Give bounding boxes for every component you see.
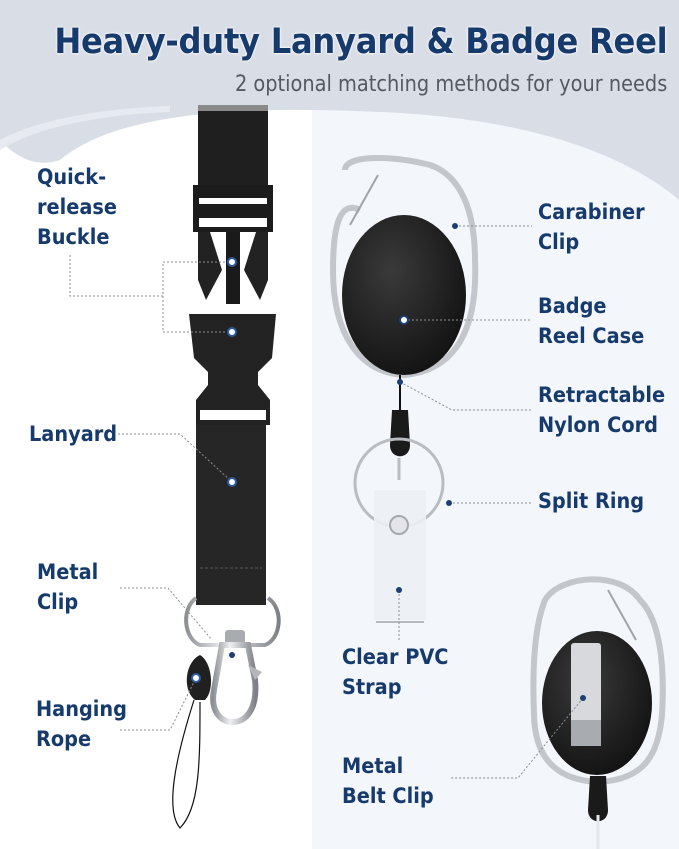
label-line: Clear PVC [342,645,449,669]
label-line: Clip [37,590,79,614]
label-line: Carabiner [538,200,645,224]
label-line: Belt Clip [342,784,434,808]
lanyard-illustration [172,105,281,829]
label-line: Metal [342,754,404,778]
label-metal-clip: Metal Clip [37,557,98,617]
label-line: Buckle [37,225,110,249]
label-line: release [37,195,117,219]
label-metal-belt-clip: Metal Belt Clip [342,751,434,811]
label-line: Nylon Cord [538,413,658,437]
label-line: Lanyard [29,422,118,446]
label-line: Metal [37,560,99,584]
page-title: Heavy-duty Lanyard & Badge Reel [53,22,667,62]
label-hanging-rope: Hanging Rope [36,694,127,754]
label-retractable-nylon-cord: Retractable Nylon Cord [538,380,665,440]
badge-reel-back-illustration [530,576,666,849]
label-split-ring: Split Ring [538,486,644,516]
label-line: Badge [538,294,607,318]
header-band [0,0,679,200]
label-clear-pvc-strap: Clear PVC Strap [342,642,448,702]
label-badge-reel-case: Badge Reel Case [538,291,644,351]
label-lanyard: Lanyard [29,419,117,449]
label-line: Rope [36,727,92,751]
label-line: Quick- [37,165,107,189]
label-line: Retractable [538,383,666,407]
label-line: Clip [538,230,580,254]
label-line: Strap [342,675,402,699]
label-line: Split Ring [538,489,645,513]
badge-reel-illustration [329,155,479,623]
label-line: Hanging [36,697,128,721]
label-line: Reel Case [538,324,645,348]
page-subtitle: 2 optional matching methods for your nee… [234,72,667,97]
label-quick-release-buckle: Quick- release Buckle [37,162,117,252]
label-carabiner-clip: Carabiner Clip [538,197,645,257]
